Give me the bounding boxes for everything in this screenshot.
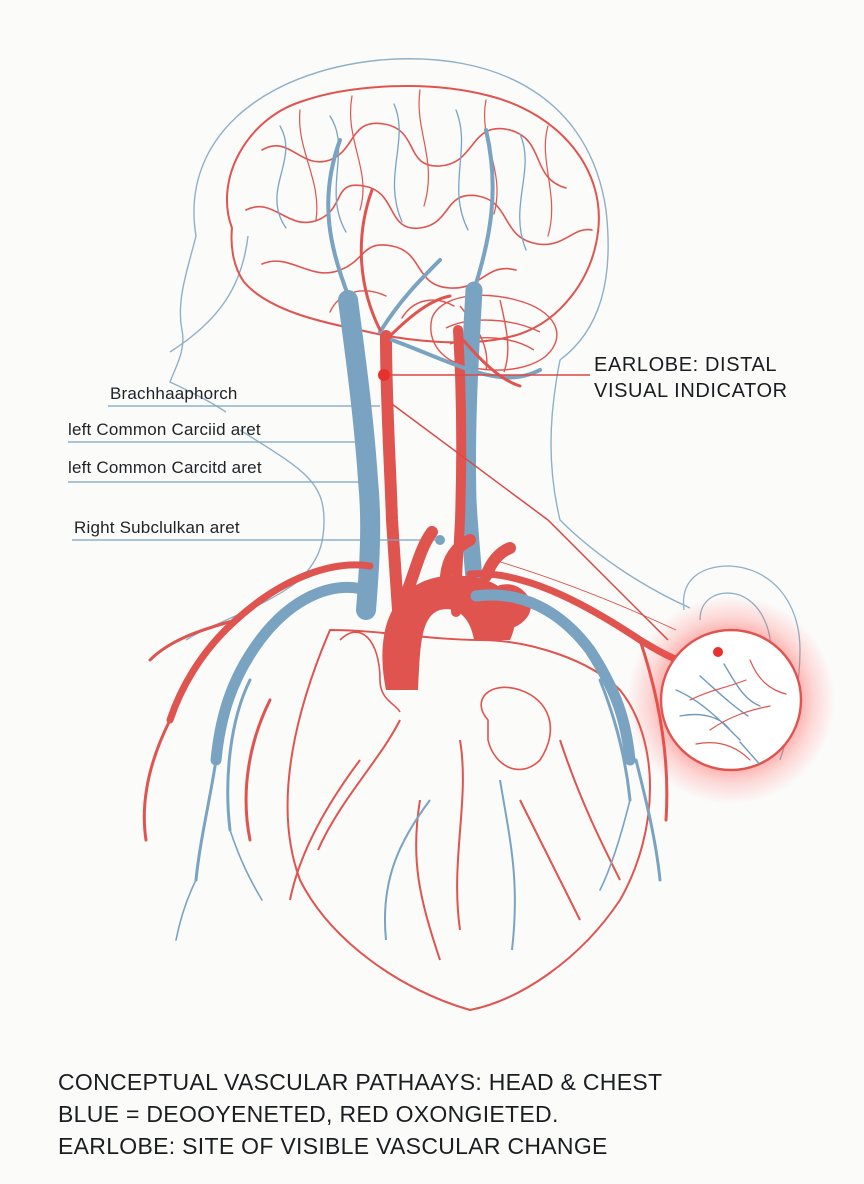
label-left-common-carotid-2: left Common Carcitd aret: [68, 458, 262, 477]
caption-line2: BLUE = DEOOYENETED, RED OXONGIETED.: [58, 1101, 559, 1127]
label-brachiocephalic: Brachhaaphorch: [110, 384, 238, 403]
heart: [286, 526, 651, 1012]
chest-vessels: [142, 561, 694, 941]
earlobe-callout-line2: VISUAL INDICATOR: [594, 380, 788, 402]
body-outline: [169, 58, 691, 641]
label-right-subclavian: Right Subclulkan aret: [74, 518, 240, 537]
earlobe-callout-lines: [384, 374, 677, 641]
caption-line3: EARLOBE: SITE OF VISIBLE VASCULAR CHANGE: [58, 1133, 608, 1159]
label-left-common-carotid-1: left Common Carciid aret: [68, 420, 261, 439]
caption-line1: CONCEPTUAL VASCULAR PATHAAYS: HEAD & CHE…: [58, 1069, 663, 1095]
earlobe-callout-line1: EARLOBE: DISTAL: [594, 354, 778, 376]
earlobe-magnifier: [627, 596, 835, 804]
brain: [226, 84, 600, 344]
cerebellum: [430, 294, 558, 373]
origin-marker: [378, 369, 390, 381]
earlobe-callout: EARLOBE: DISTAL VISUAL INDICATOR: [594, 352, 788, 404]
earlobe-indicator-dot: [713, 647, 723, 657]
caption: CONCEPTUAL VASCULAR PATHAAYS: HEAD & CHE…: [58, 1066, 662, 1162]
label-leaders: [68, 405, 440, 541]
leader-dots: [366, 438, 445, 545]
